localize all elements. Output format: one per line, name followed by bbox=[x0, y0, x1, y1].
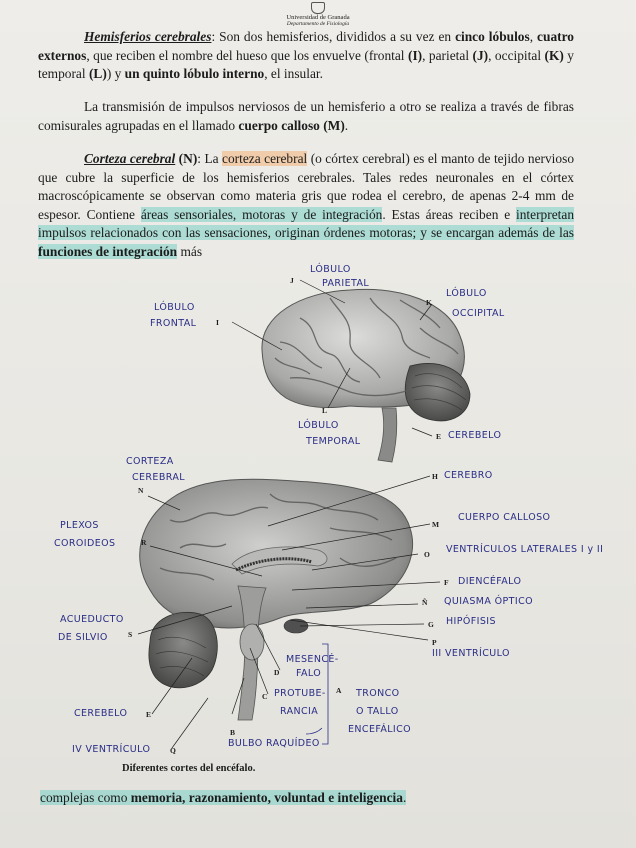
label-G: G bbox=[428, 620, 434, 629]
note-tronco-1: TRONCO bbox=[356, 688, 400, 699]
label-O: O bbox=[424, 550, 430, 559]
label-E-bottom: E bbox=[146, 710, 152, 719]
note-frontal-1: LÓBULO bbox=[154, 302, 195, 313]
highlight-integracion: funciones de integración bbox=[38, 243, 178, 259]
lateral-brain-illustration bbox=[261, 288, 471, 463]
note-protuberancia-1: PROTUBE- bbox=[274, 688, 326, 699]
note-temporal-1: LÓBULO bbox=[298, 420, 339, 431]
note-frontal-2: FRONTAL bbox=[150, 318, 197, 329]
note-plexos-2: COROIDEOS bbox=[54, 538, 116, 549]
note-mesencefalo-2: FALO bbox=[296, 668, 322, 679]
note-tronco-2: O TALLO bbox=[356, 706, 399, 717]
highlight-closing: complejas como memoria, razonamiento, vo… bbox=[40, 790, 407, 805]
department-name: Departamento de Fisiología bbox=[286, 21, 350, 27]
label-P: P bbox=[432, 638, 437, 647]
figure-caption: Diferentes cortes del encéfalo. bbox=[122, 763, 256, 774]
note-iii-ventriculo: III VENTRÍCULO bbox=[432, 648, 510, 659]
label-I: I bbox=[216, 318, 219, 327]
note-protuberancia-2: RANCIA bbox=[280, 706, 319, 717]
note-diencefalo: DIENCÉFALO bbox=[458, 576, 522, 587]
label-A: A bbox=[336, 686, 342, 695]
university-crest-icon bbox=[311, 2, 325, 14]
label-F: F bbox=[444, 578, 449, 587]
paragraph-cuerpo-calloso: La transmisión de impulsos nerviosos de … bbox=[38, 99, 574, 133]
brain-diagram bbox=[137, 279, 471, 749]
note-corteza-1: CORTEZA bbox=[126, 456, 174, 467]
note-plexos-1: PLEXOS bbox=[60, 520, 99, 531]
section-title-hemisferios: Hemisferios cerebrales bbox=[84, 29, 212, 44]
label-D: D bbox=[274, 668, 280, 677]
note-bulbo: BULBO RAQUÍDEO bbox=[228, 738, 320, 749]
paragraph-hemisferios: Hemisferios cerebrales: Son dos hemisfer… bbox=[38, 29, 574, 82]
note-temporal-2: TEMPORAL bbox=[306, 436, 361, 447]
paragraph-corteza: Corteza cerebral (N): La corteza cerebra… bbox=[38, 151, 575, 259]
note-mesencefalo-1: MESENCÉ- bbox=[286, 654, 339, 665]
label-L: L bbox=[322, 406, 328, 415]
leader-lines bbox=[137, 279, 441, 749]
label-Ñ: Ñ bbox=[422, 598, 428, 607]
section-title-corteza: Corteza cerebral bbox=[84, 151, 176, 166]
paragraph-closing: complejas como memoria, razonamiento, vo… bbox=[40, 790, 407, 806]
sagittal-brain-illustration bbox=[139, 478, 414, 721]
note-cerebro: CEREBRO bbox=[444, 470, 493, 481]
label-J: J bbox=[290, 276, 294, 285]
label-E-top: E bbox=[436, 432, 442, 441]
note-cerebelo-top: CEREBELO bbox=[448, 430, 502, 441]
label-Q: Q bbox=[170, 746, 176, 755]
label-M: M bbox=[432, 520, 440, 529]
note-parietal-1: LÓBULO bbox=[310, 264, 351, 275]
note-acueducto-1: ACUEDUCTO bbox=[60, 614, 124, 625]
label-N: N bbox=[138, 486, 144, 495]
university-name: Universidad de Granada bbox=[286, 14, 350, 21]
label-B: B bbox=[230, 728, 236, 737]
highlight-corteza: corteza cerebral bbox=[222, 151, 308, 166]
note-hipofisis: HIPÓFISIS bbox=[446, 616, 496, 627]
label-C: C bbox=[262, 692, 268, 701]
brain-figure: I J K L E H N M R O F Ñ S G P D C A B E … bbox=[0, 258, 636, 778]
note-ventriculos: VENTRÍCULOS LATERALES I y II bbox=[446, 544, 604, 555]
highlight-areas: áreas sensoriales, motoras y de integrac… bbox=[140, 206, 383, 222]
note-iv-ventriculo: IV VENTRÍCULO bbox=[72, 744, 151, 755]
note-occipital-2: OCCIPITAL bbox=[452, 308, 505, 319]
label-H: H bbox=[432, 472, 438, 481]
label-R: R bbox=[141, 538, 147, 547]
tronco-bracket bbox=[322, 643, 329, 745]
note-parietal-2: PARIETAL bbox=[322, 278, 370, 289]
note-corteza-2: CEREBRAL bbox=[132, 472, 185, 483]
note-quiasma: QUIASMA ÓPTICO bbox=[444, 596, 533, 607]
note-tronco-3: ENCEFÁLICO bbox=[348, 724, 412, 735]
note-cuerpo-calloso: CUERPO CALLOSO bbox=[458, 512, 551, 523]
label-K: K bbox=[426, 298, 432, 307]
note-occipital-1: LÓBULO bbox=[446, 288, 487, 299]
page-header: Universidad de Granada Departamento de F… bbox=[0, 2, 636, 27]
note-cerebelo-bottom: CEREBELO bbox=[74, 708, 128, 719]
label-S: S bbox=[128, 630, 133, 639]
note-acueducto-2: DE SILVIO bbox=[58, 632, 108, 643]
